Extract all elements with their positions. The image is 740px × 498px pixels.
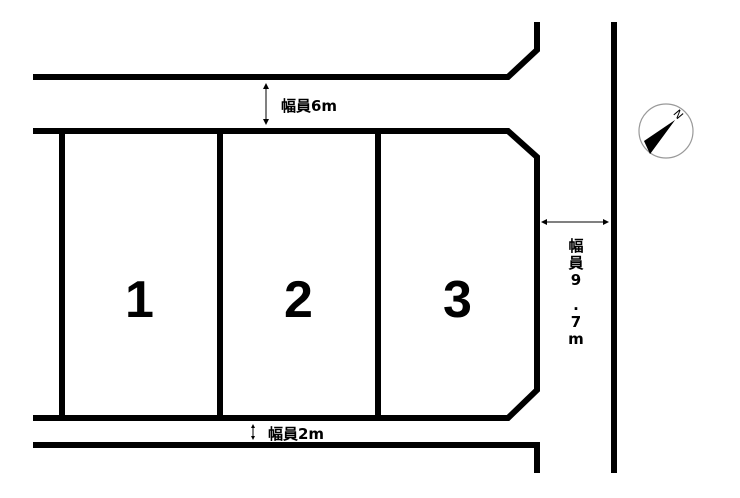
east-road-dimension-arrow-icon bbox=[541, 219, 609, 225]
south-road-edge bbox=[33, 442, 540, 473]
east-road-label-char: . bbox=[573, 296, 579, 314]
compass-north-arrow-icon bbox=[638, 103, 694, 159]
east-road-label-char: 員 bbox=[568, 254, 584, 272]
east-road-label-char: 9 bbox=[570, 271, 582, 289]
lot-number-2[interactable]: 2 bbox=[284, 271, 313, 329]
south-road-width-label: 幅員2m bbox=[268, 425, 325, 443]
lot-number-3[interactable]: 3 bbox=[443, 271, 472, 329]
north-road-edge bbox=[33, 22, 540, 80]
lot-number-1[interactable]: 1 bbox=[125, 271, 154, 329]
north-road-width-label: 幅員6m bbox=[281, 97, 338, 115]
east-road-label-char: 7 bbox=[570, 313, 582, 331]
east-road-label-char: 幅 bbox=[568, 237, 584, 255]
north-road-dimension-arrow-icon bbox=[263, 83, 269, 125]
east-road-width-label: 幅 員 9 . 7 m bbox=[566, 238, 586, 348]
south-road-dimension-arrow-icon bbox=[251, 424, 255, 440]
east-road-label-char: m bbox=[568, 330, 584, 348]
lot-block-outline bbox=[33, 128, 540, 421]
